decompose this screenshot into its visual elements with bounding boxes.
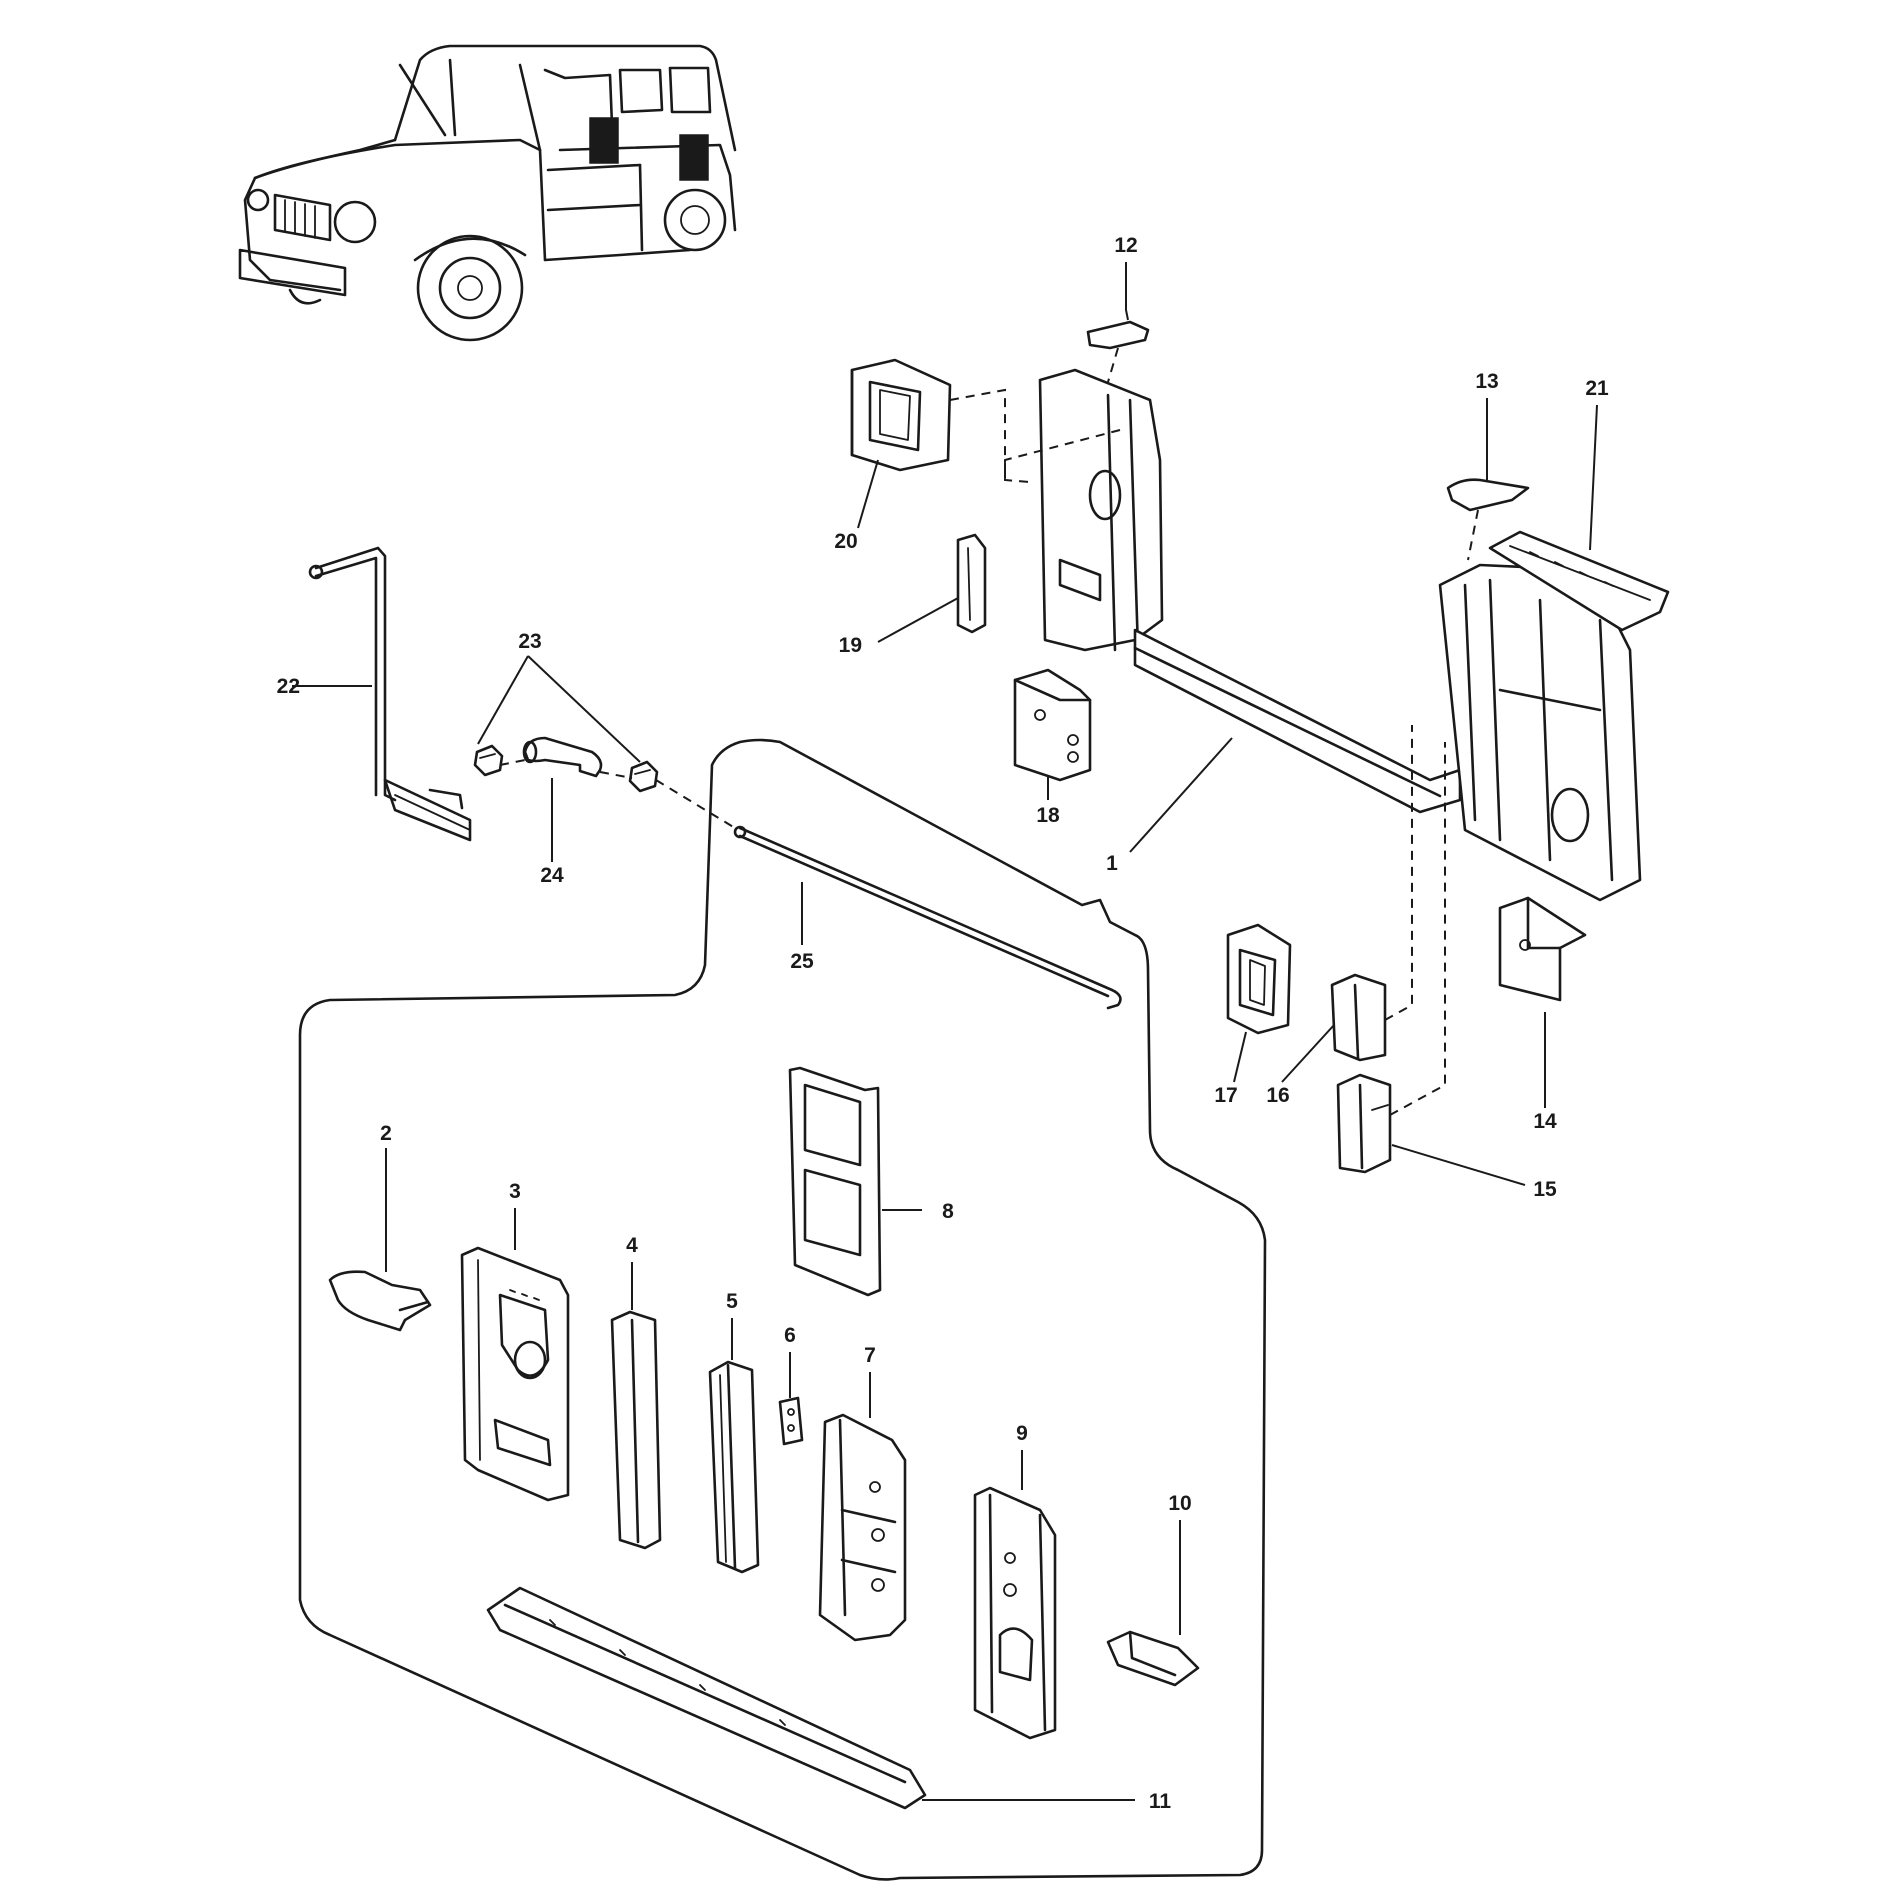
- callout-5: 5: [726, 1290, 738, 1313]
- callout-3: 3: [509, 1180, 521, 1203]
- part-8-shape: [788, 1066, 882, 1297]
- part-9-shape: [973, 1486, 1057, 1740]
- part-3-shape: [460, 1246, 570, 1502]
- callout-labels: 12 13 21 20 22 23 19 18 1 24 25 17 16 14…: [277, 234, 1609, 1813]
- callout-8: 8: [942, 1200, 954, 1223]
- callout-22: 22: [277, 675, 300, 698]
- callout-13: 13: [1475, 370, 1498, 393]
- part-14-shape: [1498, 896, 1587, 1002]
- callout-14: 14: [1533, 1110, 1557, 1133]
- callout-23: 23: [518, 630, 541, 653]
- part-18-shape: [1013, 668, 1092, 782]
- callout-7: 7: [864, 1344, 876, 1367]
- part-5-shape: [708, 1360, 760, 1574]
- callout-1: 1: [1106, 852, 1118, 875]
- callout-6: 6: [784, 1324, 796, 1347]
- part-6-shape: [778, 1396, 804, 1446]
- callout-12: 12: [1114, 234, 1137, 257]
- part-17-shape: [1226, 923, 1292, 1035]
- callout-25: 25: [790, 950, 814, 973]
- callout-24: 24: [540, 864, 564, 887]
- part-11-shape: [486, 1586, 927, 1810]
- callout-20: 20: [834, 530, 857, 553]
- callout-18: 18: [1036, 804, 1060, 827]
- callout-19: 19: [839, 634, 862, 657]
- part-23-shape: [473, 744, 659, 793]
- callout-9: 9: [1016, 1422, 1028, 1445]
- part-13-shape: [1446, 478, 1530, 512]
- part-7-shape: [818, 1413, 907, 1642]
- part-1-shape: [1038, 368, 1642, 902]
- part-22-shape: [308, 546, 472, 842]
- callout-21: 21: [1585, 377, 1609, 400]
- callout-15: 15: [1533, 1178, 1557, 1201]
- part-16-shape: [1330, 973, 1387, 1062]
- leader-lines: [292, 262, 1598, 1801]
- vehicle-locator-illustration: [238, 44, 737, 342]
- part-20-shape: [850, 358, 952, 472]
- part-21-shape: [1488, 530, 1670, 632]
- part-15-shape: [1336, 1073, 1392, 1174]
- subassembly-boundary: [298, 738, 1267, 1881]
- callout-11: 11: [1149, 1790, 1172, 1813]
- part-25-shape: [733, 825, 1122, 1010]
- part-19-shape: [956, 533, 987, 634]
- callout-4: 4: [626, 1234, 638, 1257]
- callout-17: 17: [1214, 1084, 1237, 1107]
- part-10-shape: [1106, 1630, 1200, 1687]
- part-24-shape: [522, 736, 603, 778]
- part-12-shape: [1086, 320, 1150, 350]
- part-4-shape: [610, 1310, 662, 1550]
- callout-10: 10: [1168, 1492, 1191, 1515]
- callout-2: 2: [380, 1122, 392, 1145]
- callout-16: 16: [1266, 1084, 1289, 1107]
- part-2-shape: [328, 1270, 432, 1332]
